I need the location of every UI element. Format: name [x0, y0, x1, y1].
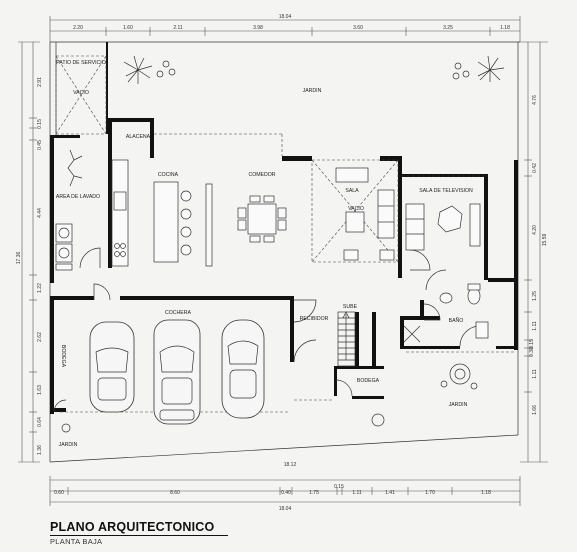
- cars: [89, 319, 265, 425]
- dim-left-4: 4.44: [37, 208, 43, 218]
- dim-top-2: 1.60: [123, 25, 133, 31]
- dim-left-1: 2.91: [37, 77, 43, 87]
- label-cochera: COCHERA: [165, 310, 191, 316]
- label-bodega-center: BODEGA: [357, 378, 380, 384]
- stairs: [337, 311, 356, 367]
- plant-shrub-top-left-3: [156, 70, 164, 78]
- dim-bottom-8: 1.70: [425, 490, 435, 496]
- dim-left-9: 1.36: [37, 445, 43, 455]
- plant-laundry: [67, 149, 83, 187]
- dim-top-4: 3.98: [253, 25, 263, 31]
- plant-shrub-top-left-1: [162, 60, 170, 68]
- dim-bottom-inner-total: 18.12: [284, 462, 297, 468]
- label-bano: BAÑO: [449, 317, 464, 324]
- label-recibidor: RECIBIDOR: [300, 316, 329, 322]
- living-furniture: [335, 167, 395, 261]
- dim-top-total: 18.04: [279, 14, 292, 20]
- plan-subtitle: PLANTA BAJA: [50, 537, 103, 547]
- label-alacena: ALACENA: [126, 134, 151, 140]
- dimension-top: 18.04 2.20 1.60 2.11 3.98 3.60 3.25 1.18: [49, 14, 521, 42]
- label-jardin-top: JARDIN: [303, 88, 322, 94]
- car-middle: [153, 319, 201, 425]
- label-sala: SALA: [345, 188, 359, 194]
- label-jardin-left: JARDIN: [59, 442, 78, 448]
- plan-title: PLANO ARQUITECTONICO: [50, 520, 215, 534]
- label-area-lavado: AREA DE LAVADO: [56, 194, 100, 200]
- title-underline: [50, 535, 228, 537]
- plants: [61, 55, 505, 433]
- plant-entry: [371, 413, 385, 427]
- label-jardin-right: JARDIN: [449, 402, 468, 408]
- plant-bottom-left: [61, 423, 71, 433]
- doors: [53, 247, 481, 413]
- dim-right-inner: 4.20: [532, 225, 538, 235]
- dim-bottom-4: 1.75: [309, 490, 319, 496]
- label-sube: SUBE: [343, 304, 358, 310]
- label-sala-tv: SALA DE TELEVISION: [419, 188, 473, 194]
- label-cocina: COCINA: [158, 172, 179, 178]
- dim-bottom-1: 0.60: [54, 490, 64, 496]
- dining-table: [237, 195, 287, 243]
- plant-palm-top-right: [477, 55, 505, 82]
- title-block: PLANO ARQUITECTONICO PLANTA BAJA: [50, 520, 228, 546]
- walls: [50, 42, 518, 414]
- car-right: [221, 319, 265, 419]
- dim-bottom-7: 1.41: [385, 490, 395, 496]
- dim-right-6: 0.30: [529, 347, 535, 357]
- dim-top-3: 2.11: [173, 25, 183, 31]
- room-labels: PATIO DE SERVICIO VACIO JARDIN ALACENA C…: [56, 60, 473, 448]
- dim-top-7: 1.18: [500, 25, 510, 31]
- dim-right-5: 0.15: [529, 339, 535, 349]
- label-vacio-center: VACIO: [348, 206, 364, 212]
- plant-palm-top-left: [123, 55, 153, 84]
- dim-right-7: 1.11: [532, 369, 538, 379]
- label-bodega-left: BODEGA: [60, 345, 66, 368]
- label-comedor: COMEDOR: [248, 172, 275, 178]
- dim-left-2: 0.15: [37, 119, 43, 129]
- dim-left-6: 2.62: [37, 332, 43, 342]
- dim-left-8: 0.64: [37, 417, 43, 427]
- label-patio-text: PATIO DE SERVICIO: [56, 60, 106, 66]
- dim-right-4: 1.11: [532, 321, 538, 331]
- dim-right-outer: 15.59: [542, 234, 548, 247]
- dim-bottom-9: 1.18: [481, 490, 491, 496]
- laundry-fixtures: [55, 223, 73, 271]
- plant-bottom-right: [440, 363, 478, 390]
- dim-top-6: 3.25: [443, 25, 453, 31]
- plant-shrub-top-right-3: [452, 72, 460, 80]
- plant-shrub-top-right-2: [462, 70, 470, 78]
- dim-right-1: 4.76: [532, 95, 538, 105]
- dim-bottom-5: 0.15: [334, 484, 344, 490]
- dim-left-7: 1.63: [37, 385, 43, 395]
- tv-room-furniture: [405, 203, 481, 251]
- dim-bottom-total: 18.04: [279, 506, 292, 512]
- bathroom-fixtures: [403, 283, 489, 343]
- dim-left-total: 17.36: [16, 252, 22, 265]
- dim-bottom-2: 8.60: [170, 490, 180, 496]
- dim-right-2: 0.42: [532, 163, 538, 173]
- dim-right-8: 1.66: [532, 405, 538, 415]
- kitchen-fixtures: [111, 159, 213, 267]
- dim-top-5: 3.60: [353, 25, 363, 31]
- car-left: [89, 321, 135, 413]
- label-patio: PATIO DE SERVICIO: [56, 60, 106, 66]
- dim-bottom-3: 0.40: [281, 490, 291, 496]
- dimension-left: 17.36 2.91 0.15 0.45 4.44 1.22 2.62 1.63…: [16, 41, 43, 463]
- dim-bottom-6: 1.11: [352, 490, 362, 496]
- dimension-right: 15.59 4.20 4.76 0.42 1.25 1.11 0.15 0.30…: [520, 41, 548, 463]
- label-vacio-left: VACIO: [73, 90, 89, 96]
- dimension-bottom: 18.12 0.60 8.60 0.40 1.75 0.15 1.11 1.41…: [49, 462, 521, 512]
- dim-right-3: 1.25: [532, 291, 538, 301]
- plant-shrub-top-right-1: [454, 62, 462, 70]
- plant-shrub-top-left-2: [168, 68, 176, 76]
- dim-left-3: 0.45: [37, 140, 43, 150]
- dim-left-5: 1.22: [37, 283, 43, 293]
- dim-top-1: 2.20: [73, 25, 83, 31]
